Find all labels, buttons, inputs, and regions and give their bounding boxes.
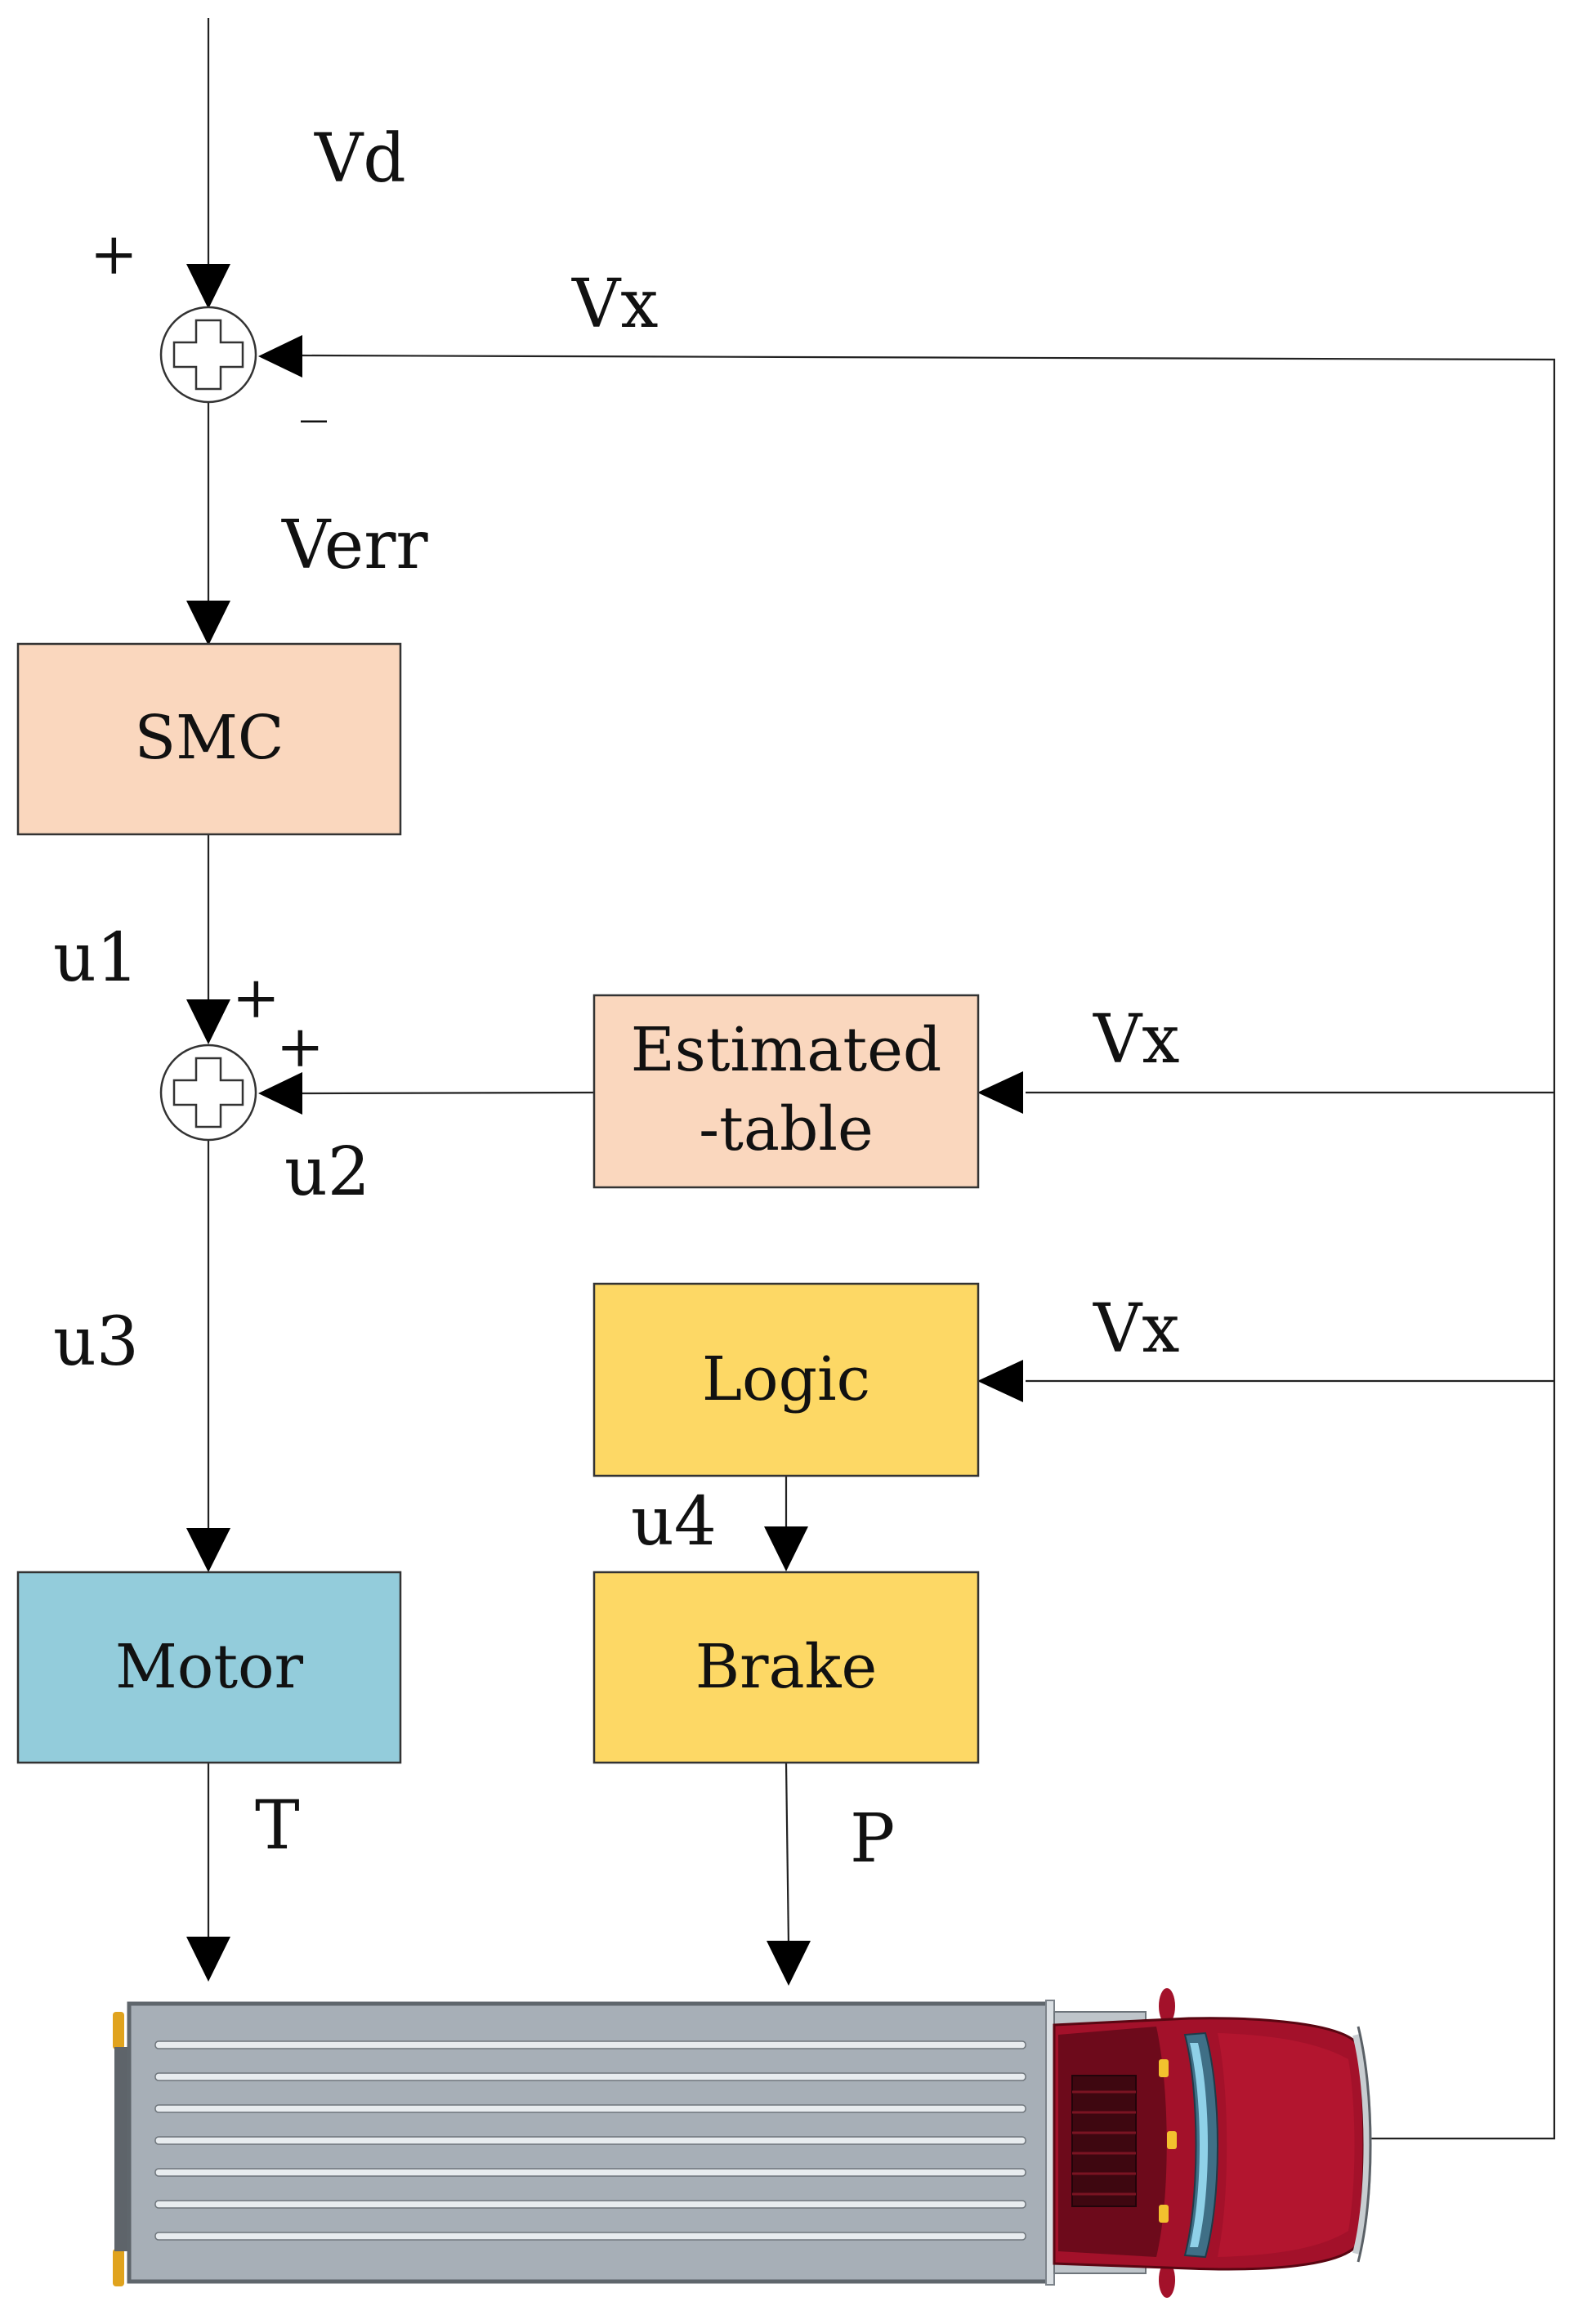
arrowhead-u3 [186,1528,230,1572]
smc-label: SMC [134,703,284,773]
motor-label: Motor [115,1632,304,1702]
brake-label: Brake [695,1632,878,1702]
signal-labels: Vd Vx Verr u1 u2 u3 u4 Vx Vx T P [53,120,1179,1878]
sum2-plus-top-sign: + [232,964,280,1031]
truck-top-view-icon [113,1988,1372,2298]
brake-block: Brake [592,1571,980,1764]
summing-junction-1 [159,306,257,404]
arrowhead-u1 [186,999,230,1044]
arrowhead-u2 [258,1072,302,1115]
label-vx-logic: Vx [1093,1290,1179,1368]
arrowhead-vx-logic [977,1360,1023,1402]
sum1-plus-sign: + [90,221,138,288]
estimated-table-label-line2: -table [699,1094,874,1164]
motor-block: Motor [16,1571,402,1764]
label-verr: Verr [281,507,428,584]
arrowhead-vx-feedback [258,335,302,378]
sign-marks: + _ + + [90,221,327,1080]
label-u1: u1 [53,919,139,997]
label-vx-table: Vx [1093,1001,1179,1079]
label-u2: u2 [284,1133,370,1211]
trailer-ridges [154,2040,1026,2241]
arrowhead-vd [186,264,230,309]
arrowhead-p [767,1941,811,1986]
arrowhead-t [186,1937,230,1982]
label-u4: u4 [631,1483,717,1561]
smc-block: SMC [16,642,402,836]
arrowhead-vx-table [977,1071,1023,1114]
summing-junction-2 [159,1044,257,1142]
label-u3: u3 [53,1303,139,1381]
sum2-plus-right-sign: + [276,1013,324,1080]
arrowhead-verr [186,601,230,646]
arrowheads [186,264,1023,1986]
label-t: T [255,1787,300,1865]
arrowhead-u4 [764,1526,808,1571]
logic-label: Logic [702,1344,870,1415]
logic-block: Logic [592,1282,980,1477]
estimated-table-label-line1: Estimated [631,1015,942,1085]
signal-wires [207,18,1556,2140]
label-p: P [850,1800,895,1878]
sum1-minus-sign: _ [301,363,327,423]
label-vd: Vd [314,120,406,198]
label-vx-feedback: Vx [571,266,658,343]
estimated-table-block: Estimated -table [592,994,980,1189]
